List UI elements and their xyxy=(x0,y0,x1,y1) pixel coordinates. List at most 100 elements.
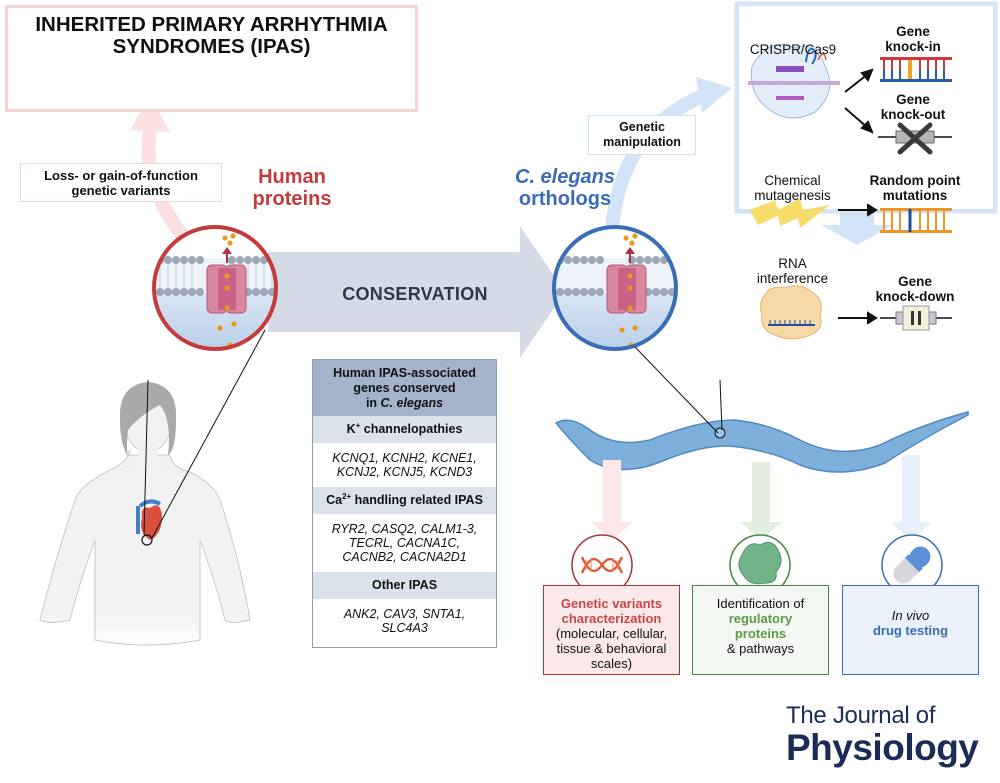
zoom-lines-elegans xyxy=(634,346,723,434)
rna-interference-label: RNA interference xyxy=(745,256,840,286)
header-species: C. elegans xyxy=(380,396,444,410)
random-point-mutations-label: Random point mutations xyxy=(860,173,970,203)
cat-suffix: handling related IPAS xyxy=(351,493,483,507)
chemical-line2: mutagenesis xyxy=(754,188,831,203)
ipas-title-line1: INHERITED PRIMARY ARRHYTHMIA xyxy=(35,13,388,36)
category-k-channelopathies: K+ channelopathies xyxy=(313,416,496,443)
human-label-line2: proteins xyxy=(252,188,332,210)
app-genetic-variants: Genetic variants characterization (molec… xyxy=(543,585,680,675)
elegans-label-line1: C. elegans xyxy=(514,166,616,188)
cat-suffix: channelopathies xyxy=(360,422,463,436)
cat-sup: + xyxy=(355,420,361,430)
elegans-orthologs-label: C. elegans orthologs xyxy=(500,166,630,210)
ipas-title-line2: SYNDROMES (IPAS) xyxy=(112,35,311,58)
category-ca-handling: Ca2+ handling related IPAS xyxy=(313,487,496,514)
genes-other-ipas: ANK2, CAV3, SNTA1, SLC4A3 xyxy=(313,599,496,647)
cat-prefix: Ca xyxy=(326,493,343,507)
rnai-line2: interference xyxy=(756,271,829,286)
app-drug-testing: In vivo drug testing xyxy=(842,585,979,675)
variants-label-box: Loss- or gain-of-function genetic varian… xyxy=(20,163,222,202)
knock-in-label: Gene knock-in xyxy=(868,24,958,54)
chemical-line1: Chemical xyxy=(764,173,821,188)
journal-line2: Physiology xyxy=(786,727,979,768)
cat-sup: 2+ xyxy=(342,491,352,501)
knock-down-label: Gene knock-down xyxy=(860,274,970,304)
genes-line: SLC4A3 xyxy=(381,621,428,635)
human-proteins-label: Human proteins xyxy=(232,166,352,210)
arrow-to-drug xyxy=(890,455,932,540)
journal-line1: The Journal of xyxy=(786,702,936,729)
app-regulatory-proteins: Identification of regulatory proteins & … xyxy=(692,585,829,675)
gene-table: Human IPAS-associated genes conserved in… xyxy=(312,359,497,648)
elegans-channel-illustration xyxy=(552,225,678,351)
app-intro: Identification of xyxy=(716,596,805,611)
app-intro: In vivo xyxy=(891,608,930,623)
chemical-lightning-icon xyxy=(750,198,830,228)
elegans-label-line2: orthologs xyxy=(518,188,612,210)
app-detail: & pathways xyxy=(726,641,795,656)
human-label-line1: Human xyxy=(258,166,326,188)
genes-line: ANK2, CAV3, SNTA1, xyxy=(343,607,466,621)
conservation-label: CONSERVATION xyxy=(342,284,488,304)
genetic-manipulation-line1: Genetic xyxy=(619,120,665,134)
app-highlight: drug testing xyxy=(872,623,949,638)
knock-out-line2: knock-out xyxy=(880,107,946,122)
ipas-title: INHERITED PRIMARY ARRHYTHMIA SYNDROMES (… xyxy=(5,14,418,58)
gene-table-header-line1: Human IPAS-associated xyxy=(333,366,476,380)
tool-arrows xyxy=(838,68,878,325)
genes-line: CACNB2, CACNA2D1 xyxy=(342,550,467,564)
crispr-label: CRISPR/Cas9 xyxy=(749,42,837,57)
variants-label-line1: Loss- or gain-of-function xyxy=(44,168,198,183)
app-highlight: characterization xyxy=(561,611,662,626)
knock-down-line1: Gene xyxy=(898,274,932,289)
arrow-to-variants xyxy=(591,460,633,540)
zoom-lines-human xyxy=(143,329,266,539)
genes-line: RYR2, CASQ2, CALM1-3, xyxy=(331,522,478,536)
knock-out-line1: Gene xyxy=(896,92,930,107)
header-prefix: in xyxy=(365,396,381,410)
crispr-icon xyxy=(748,44,840,119)
knock-in-dna-icon xyxy=(880,57,952,82)
gene-table-header-line2: genes conserved xyxy=(353,381,456,395)
worm-illustration xyxy=(554,411,969,473)
genetic-manipulation-line2: manipulation xyxy=(603,135,681,149)
gene-table-header-line3: in C. elegans xyxy=(317,396,492,411)
knock-down-line2: knock-down xyxy=(875,289,955,304)
random-mutation-dna-icon xyxy=(880,208,952,233)
variants-label-line2: genetic variants xyxy=(71,183,171,198)
knock-in-line2: knock-in xyxy=(885,39,941,54)
cat-prefix: Other IPAS xyxy=(371,578,438,592)
genes-k-channelopathies: KCNQ1, KCNH2, KCNE1, KCNJ2, KCNJ5, KCND3 xyxy=(313,443,496,487)
genes-line: KCNJ2, KCNJ5, KCND3 xyxy=(336,465,473,479)
ipas-box xyxy=(5,5,418,112)
random-line2: mutations xyxy=(882,188,948,203)
genes-line: TECRL, CACNA1C, xyxy=(348,536,461,550)
panel-down-arrow xyxy=(821,211,893,245)
app-highlight: Genetic variants xyxy=(560,596,663,611)
app-detail: tissue & behavioral xyxy=(556,641,667,656)
knock-down-gene-icon xyxy=(880,305,952,331)
app-highlight: proteins xyxy=(734,626,787,641)
knock-out-label: Gene knock-out xyxy=(868,92,958,122)
chemical-mutagenesis-label: Chemical mutagenesis xyxy=(745,173,840,203)
dna-icon xyxy=(571,534,633,596)
knock-in-line1: Gene xyxy=(896,24,930,39)
cat-prefix: K xyxy=(346,422,356,436)
human-channel-illustration xyxy=(152,225,278,351)
gene-table-header: Human IPAS-associated genes conserved in… xyxy=(313,360,496,416)
app-highlight: regulatory xyxy=(728,611,793,626)
knock-out-gene-icon xyxy=(878,122,952,155)
pill-icon xyxy=(881,534,943,596)
category-other-ipas: Other IPAS xyxy=(313,572,496,599)
rnai-line1: RNA xyxy=(778,256,807,271)
app-detail: scales) xyxy=(590,656,633,671)
human-body-illustration xyxy=(39,382,251,646)
arrow-to-regulatory xyxy=(740,462,782,540)
genes-line: KCNQ1, KCNH2, KCNE1, xyxy=(332,451,477,465)
rnai-complex-icon xyxy=(760,285,822,340)
genes-ca-handling: RYR2, CASQ2, CALM1-3, TECRL, CACNA1C, CA… xyxy=(313,514,496,572)
journal-logo: The Journal of Physiology xyxy=(786,703,996,767)
random-line1: Random point xyxy=(869,173,961,188)
genetic-manipulation-box: Genetic manipulation xyxy=(588,115,696,155)
app-detail: (molecular, cellular, xyxy=(555,626,668,641)
